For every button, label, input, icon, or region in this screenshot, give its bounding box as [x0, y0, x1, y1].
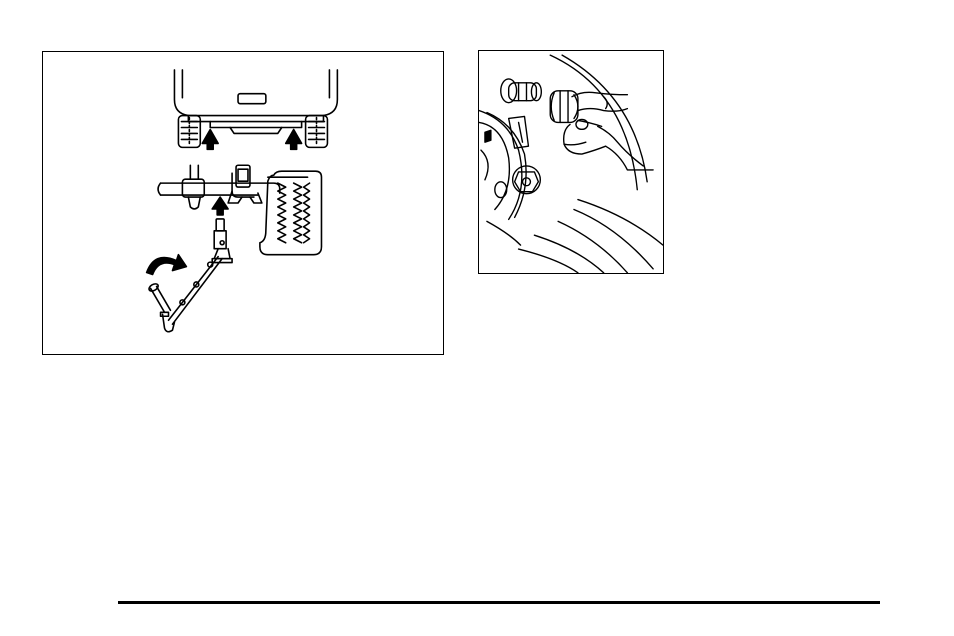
wheel-nut-illustration-frame — [478, 50, 664, 274]
rear-tire-left — [178, 116, 200, 148]
jack-point-arrow-left — [202, 129, 218, 149]
page-footer-rule — [118, 601, 880, 604]
jacking-illustration-frame — [42, 51, 444, 355]
vehicle-rear-view — [174, 70, 337, 134]
wheel-stud-upper — [501, 79, 542, 103]
jack-lift-arrow — [212, 197, 228, 215]
bottle-jack — [212, 219, 232, 263]
rotate-arrow-icon — [147, 255, 187, 275]
jack-point-arrow-right — [286, 129, 302, 149]
jack-under-rear-axle-illustration — [43, 52, 443, 354]
jack-handle — [148, 257, 222, 332]
hand-removing-wheel-nut-illustration — [479, 51, 663, 273]
wheel-nut-lower — [495, 166, 541, 198]
wheel-rim — [479, 55, 663, 273]
